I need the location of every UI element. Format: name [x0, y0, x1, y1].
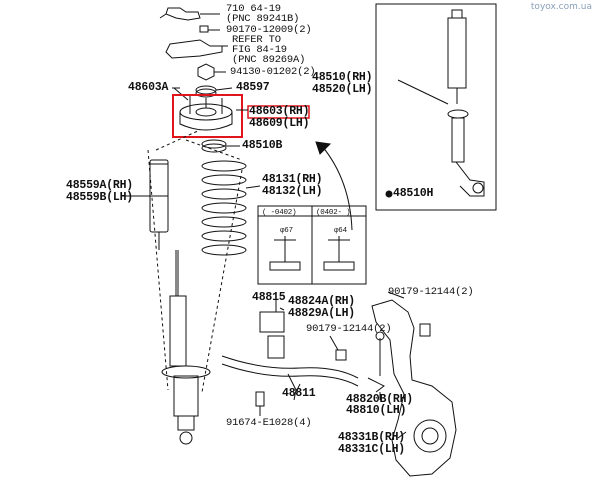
label-refer: REFER TO	[232, 34, 281, 46]
label-90170: 90170-12009(2)	[226, 24, 312, 36]
upper-support	[173, 87, 233, 131]
bracket-part	[165, 39, 228, 59]
label-fig: FIG 84-19	[232, 44, 287, 56]
label-48609-lh: 48609(LH)	[249, 117, 310, 130]
callout-dot	[385, 190, 393, 198]
washer-48597	[195, 85, 233, 98]
label-48132: 48132(LH)	[262, 185, 323, 198]
bolt-91674	[255, 391, 265, 416]
label-48820b: 48820B(RH)	[346, 393, 414, 406]
watermark: toyox.com.ua	[530, 2, 592, 12]
label-48829a: 48829A(LH)	[288, 307, 356, 320]
label-48824a: 48824A(RH)	[288, 295, 356, 308]
inset-range-early: ( -0402)	[262, 209, 297, 217]
label-48603a: 48603A	[128, 81, 169, 94]
label-48559a: 48559A(RH)	[66, 179, 134, 192]
highlight-box-part	[172, 94, 243, 138]
bolt-90170	[199, 25, 220, 33]
stabilizer-bar	[221, 300, 359, 401]
insulator-48510b	[201, 139, 240, 153]
inset-range-late: (0402- )	[316, 209, 351, 217]
insert-arrow	[315, 141, 353, 231]
dust-boot	[124, 159, 169, 250]
steering-knuckle	[371, 299, 457, 477]
label-91674: 91674-E1028(4)	[226, 417, 312, 429]
label-94130: 94130-01202(2)	[230, 66, 316, 78]
label-fig-pnc: (PNC 89269A)	[232, 54, 306, 66]
label-710-pnc: (PNC 89241B)	[226, 13, 300, 25]
label-48520-lh: 48520(LH)	[312, 83, 373, 96]
clip-part	[159, 7, 220, 21]
label-48510-rh: 48510(RH)	[312, 71, 373, 84]
inset-dia-67: φ67	[280, 227, 293, 235]
dashed-guides	[147, 129, 243, 393]
label-48559b: 48559B(LH)	[66, 191, 134, 204]
label-48811: 48811	[282, 387, 316, 400]
label-90179-mid: 90179-12144(2)	[306, 323, 392, 335]
label-48131: 48131(RH)	[262, 173, 323, 186]
label-48597: 48597	[236, 81, 270, 94]
label-48810-lh: 48810(LH)	[346, 404, 407, 417]
nut-94130	[197, 63, 226, 81]
label-90179-top: 90179-12144(2)	[388, 286, 474, 298]
rear-shock	[397, 9, 485, 197]
inset-dia-64: φ64	[334, 227, 347, 235]
label-48815: 48815	[252, 291, 286, 304]
coil-spring	[201, 160, 261, 256]
stabilizer-link	[367, 331, 385, 393]
label-48331c: 48331C(LH)	[338, 443, 406, 456]
highlight-box-label	[247, 105, 310, 119]
label-48331b: 48331B(RH)	[338, 431, 406, 444]
label-48510h: 48510H	[393, 187, 434, 200]
front-strut	[161, 250, 211, 445]
leader-lines	[172, 87, 407, 439]
label-48510b: 48510B	[242, 139, 283, 152]
rear-shock-frame	[375, 3, 497, 211]
label-48603-rh: 48603(RH)	[249, 105, 310, 118]
detail-inset	[257, 205, 367, 285]
label-710: 710 64-19	[226, 3, 281, 15]
